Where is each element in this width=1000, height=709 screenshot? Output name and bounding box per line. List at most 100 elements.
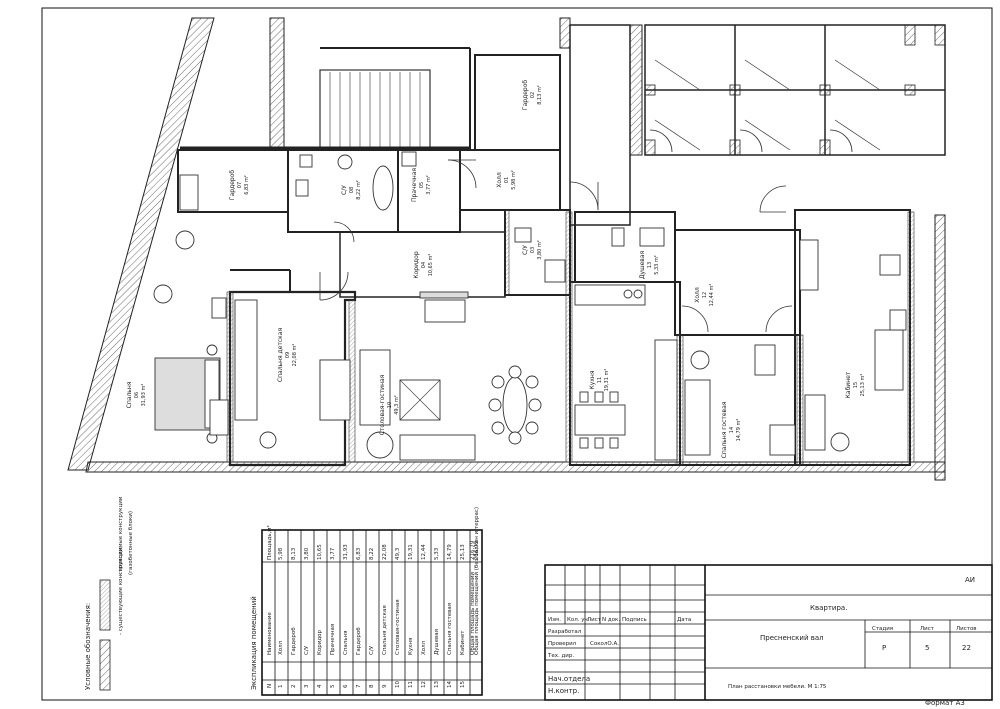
explication-row-7-num: 7 [356, 684, 362, 688]
explication-row-4-area: 10,65 [317, 544, 323, 560]
tb-sheet: 5 [925, 644, 929, 652]
tb-hdr-list: Лист [587, 617, 602, 623]
room-wardrobe-07-num: 07 [237, 182, 243, 188]
room-hall-12-area: 12,44 m² [709, 284, 715, 307]
tb-hdr-izm: Изм. [548, 617, 561, 623]
room-shower-13-area: 5,33 m² [654, 255, 660, 275]
explication-row-2-num: 2 [291, 685, 297, 689]
explication-row-3-num: 3 [304, 684, 310, 688]
explication-row-12-area: 12,44 [421, 544, 427, 560]
explication-col-num: N [267, 684, 273, 688]
explication-row-15-area: 25,13 [460, 544, 466, 560]
room-kitchen-11-num: 11 [597, 377, 603, 383]
room-wc-08-num: 08 [349, 187, 355, 193]
room-bedroom-06-num: 06 [134, 392, 140, 398]
explication-row-16-name: Общая площадь помещений [469, 572, 476, 655]
room-laundry-05-name: Прачечная [411, 168, 418, 202]
tb-row-head: Нач.отдела [548, 675, 590, 683]
tb-stage-label: Стадия [872, 626, 893, 632]
room-labels: Холл 01 5,98 m² Гардероб 02 8,13 m² Гард… [126, 80, 866, 459]
explication-row-10-area: 49,3 [395, 547, 401, 560]
tb-sheet-title: План расстановки мебели. М 1:75 [728, 684, 827, 690]
explication-row-10-num: 10 [395, 681, 401, 688]
room-wardrobe-02-num: 02 [530, 92, 536, 98]
explication-row-13-area: 5,33 [434, 547, 440, 560]
tb-row-ncontr: Н.контр. [548, 687, 579, 695]
explication-row-15-num: 15 [460, 681, 466, 688]
room-bedroom-06-area: 31,93 m² [141, 384, 147, 407]
room-bedroom-06-name: Спальня [126, 381, 133, 408]
room-wardrobe-07-name: Гардероб [229, 170, 236, 200]
explication-row-1-area: 5,98 [278, 547, 284, 560]
explication-row-10-name: Столовая-гостиная [395, 599, 401, 655]
room-study-15-area: 25,13 m² [860, 374, 866, 397]
tb-row-check-name: СоколО.А. [590, 641, 619, 647]
explication-row-11-num: 11 [408, 681, 414, 688]
tb-code: АИ [965, 576, 975, 584]
explication-row-6-area: 31,93 [343, 544, 349, 560]
room-wc-03-name: С/У [522, 245, 529, 255]
room-guest-14-name: Спальня гостевая [721, 401, 728, 458]
explication-row-14-name: Спальня гостевая [447, 603, 453, 655]
explication-rows: 1Холл5,982Гардероб8,133С/У3,804Коридор10… [278, 507, 480, 688]
room-wc-03-area: 3,80 m² [537, 240, 543, 260]
explication-col-area: Площадь,м² [266, 525, 273, 560]
explication-row-5-name: Прачечная [330, 624, 336, 655]
explication-row-16-area: 216,79 [470, 540, 476, 560]
room-corridor-04-area: 10,65 m² [428, 254, 434, 277]
room-kitchen-11-name: Кухня [589, 370, 596, 389]
explication-row-7-name: Гардероб [356, 627, 362, 655]
explication-row-1-name: Холл [278, 640, 284, 655]
room-shower-13-num: 13 [647, 262, 653, 268]
explication-row-12-num: 12 [421, 681, 427, 688]
explication-row-12-name: Холл [421, 640, 427, 655]
room-living-10-name: Столовая-гостиная [379, 374, 386, 435]
explication-row-3-name: С/У [304, 645, 310, 655]
explication-table: Экспликация помещений N Наименование Пло… [250, 507, 483, 696]
explication-row-8-name: С/У [369, 645, 375, 655]
door-swings [319, 129, 853, 333]
explication-row-13-name: Душевая [434, 629, 440, 655]
room-kitchen-11-area: 19,31 m² [604, 369, 610, 392]
room-wc-08-name: С/У [341, 185, 348, 195]
legend-new-note: (газобетонные блоки) [128, 511, 134, 575]
explication-row-11-name: Кухня [408, 638, 414, 655]
explication-row-1-num: 1 [278, 685, 284, 689]
explication-row-2-name: Гардероб [291, 627, 297, 655]
room-laundry-05-area: 3,77 m² [426, 175, 432, 195]
explication-row-14-num: 14 [447, 681, 453, 688]
room-wardrobe-07-area: 6,83 m² [244, 175, 250, 195]
tb-hdr-kol: Кол. уч. [567, 617, 590, 623]
explication-row-11-area: 19,31 [408, 544, 414, 560]
legend-title: Условные обозначения: [84, 603, 92, 690]
room-living-10-num: 10 [387, 402, 393, 408]
tb-row-dev: Разработал [548, 629, 582, 635]
explication-col-name: Наименование [267, 612, 273, 655]
room-guest-14-area: 14,79 m² [736, 419, 742, 442]
tb-hdr-date: Дата [677, 617, 691, 623]
explication-row-2-area: 8,13 [291, 547, 297, 560]
explication-row-8-area: 8,22 [369, 548, 375, 560]
room-study-15-name: Кабинет [845, 371, 852, 398]
explication-row-6-num: 6 [343, 684, 349, 688]
tb-sheets: 22 [962, 644, 971, 652]
legend-new-text: - возводимые конструкции [118, 496, 124, 575]
structural-walls [67, 17, 946, 481]
tb-row-check: Проверил [548, 641, 577, 647]
explication-row-13-num: 13 [434, 681, 440, 688]
legend-existing-swatch [99, 639, 111, 691]
legend: Условные обозначения: - существующие кон… [84, 496, 134, 691]
room-laundry-05-num: 05 [419, 182, 425, 188]
tb-row-tech: Тех. дир. [547, 653, 574, 659]
room-wardrobe-02-name: Гардероб [522, 80, 529, 110]
room-wc-08-area: 8,22 m² [356, 180, 362, 200]
room-hall-12-num: 12 [702, 292, 708, 298]
explication-row-5-num: 5 [330, 684, 336, 688]
explication-row-15-name: Кабинет [460, 630, 466, 655]
room-shower-13-name: Душевая [639, 250, 646, 279]
tb-hdr-doc: N док. [602, 617, 620, 623]
explication-row-17-area: 216,79 [474, 540, 480, 560]
explication-row-7-area: 6,83 [356, 547, 362, 560]
